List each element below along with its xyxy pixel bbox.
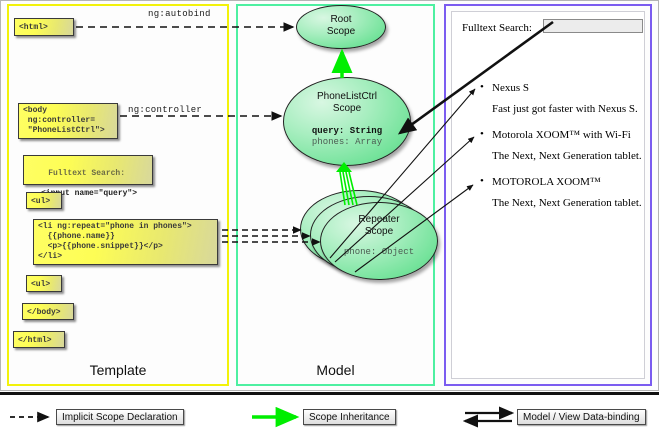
code-box-fulltext-label: Fulltext Search: — [48, 169, 126, 178]
phone-snippet: The Next, Next Generation tablet. — [492, 150, 642, 162]
code-box-li-repeat: <li ng:repeat="phone in phones"> {{phone… — [33, 219, 218, 265]
view-phone-list: Nexus S Fast just got faster with Nexus … — [478, 81, 643, 223]
connector-label-ng-controller: ng:controller — [128, 105, 203, 115]
scope-phonelistctrl-title-1: PhoneListCtrl — [316, 91, 378, 102]
code-box-ul-close: <ul> — [26, 275, 62, 292]
legend: Implicit Scope Declaration Scope Inherit… — [0, 400, 659, 435]
legend-divider — [0, 392, 659, 395]
code-box-body-open: <body ng:controller= "PhoneListCtrl"> — [18, 103, 118, 139]
scope-root-title-1: Root — [330, 14, 352, 25]
scope-root-title-2: Scope — [326, 26, 356, 37]
list-item: Motorola XOOM™ with Wi-Fi The Next, Next… — [478, 128, 643, 162]
phone-name: MOTOROLA XOOM™ — [478, 175, 643, 188]
connector-label-ng-autobind: ng:autobind — [148, 9, 211, 19]
code-box-body-close: </body> — [22, 303, 74, 320]
phone-snippet: Fast just got faster with Nexus S. — [492, 103, 638, 115]
legend-item-scope-inheritance: Scope Inheritance — [303, 409, 396, 425]
fulltext-search-input[interactable] — [543, 19, 643, 33]
phone-snippet: The Next, Next Generation tablet. — [492, 197, 642, 209]
scope-root: Root Scope — [296, 5, 386, 49]
legend-item-model-view-data-binding: Model / View Data-binding — [517, 409, 646, 425]
scope-phonelistctrl: PhoneListCtrl Scope query: String phones… — [283, 77, 411, 166]
scope-phonelistctrl-prop-query: query: String — [311, 126, 383, 136]
code-box-html-close: </html> — [13, 331, 65, 348]
panel-model-label: Model — [316, 362, 355, 378]
legend-item-implicit-scope-declaration: Implicit Scope Declaration — [56, 409, 184, 425]
code-box-fulltext-search: Fulltext Search: <input name="query"> — [23, 155, 153, 198]
code-box-ul-open: <ul> — [26, 192, 62, 209]
list-item: Nexus S Fast just got faster with Nexus … — [478, 81, 643, 115]
scope-repeater: Repeater Scope phone: Object — [320, 202, 438, 280]
view-search-label: Fulltext Search: — [462, 22, 532, 34]
view-browser-area: Fulltext Search: Nexus S Fast just got f… — [451, 11, 645, 379]
scope-phonelistctrl-title-2: Scope — [332, 103, 362, 114]
scope-phonelistctrl-prop-phones: phones: Array — [311, 137, 383, 147]
phone-name: Nexus S — [478, 81, 643, 94]
panel-template-label: Template — [89, 362, 147, 378]
phone-name: Motorola XOOM™ with Wi-Fi — [478, 128, 643, 141]
scope-repeater-prop-phone: phone: Object — [343, 247, 415, 257]
scope-repeater-title-2: Scope — [364, 226, 394, 237]
code-box-html-open: <html> — [14, 18, 74, 36]
list-item: MOTOROLA XOOM™ The Next, Next Generation… — [478, 175, 643, 209]
scope-repeater-title-1: Repeater — [358, 214, 400, 225]
